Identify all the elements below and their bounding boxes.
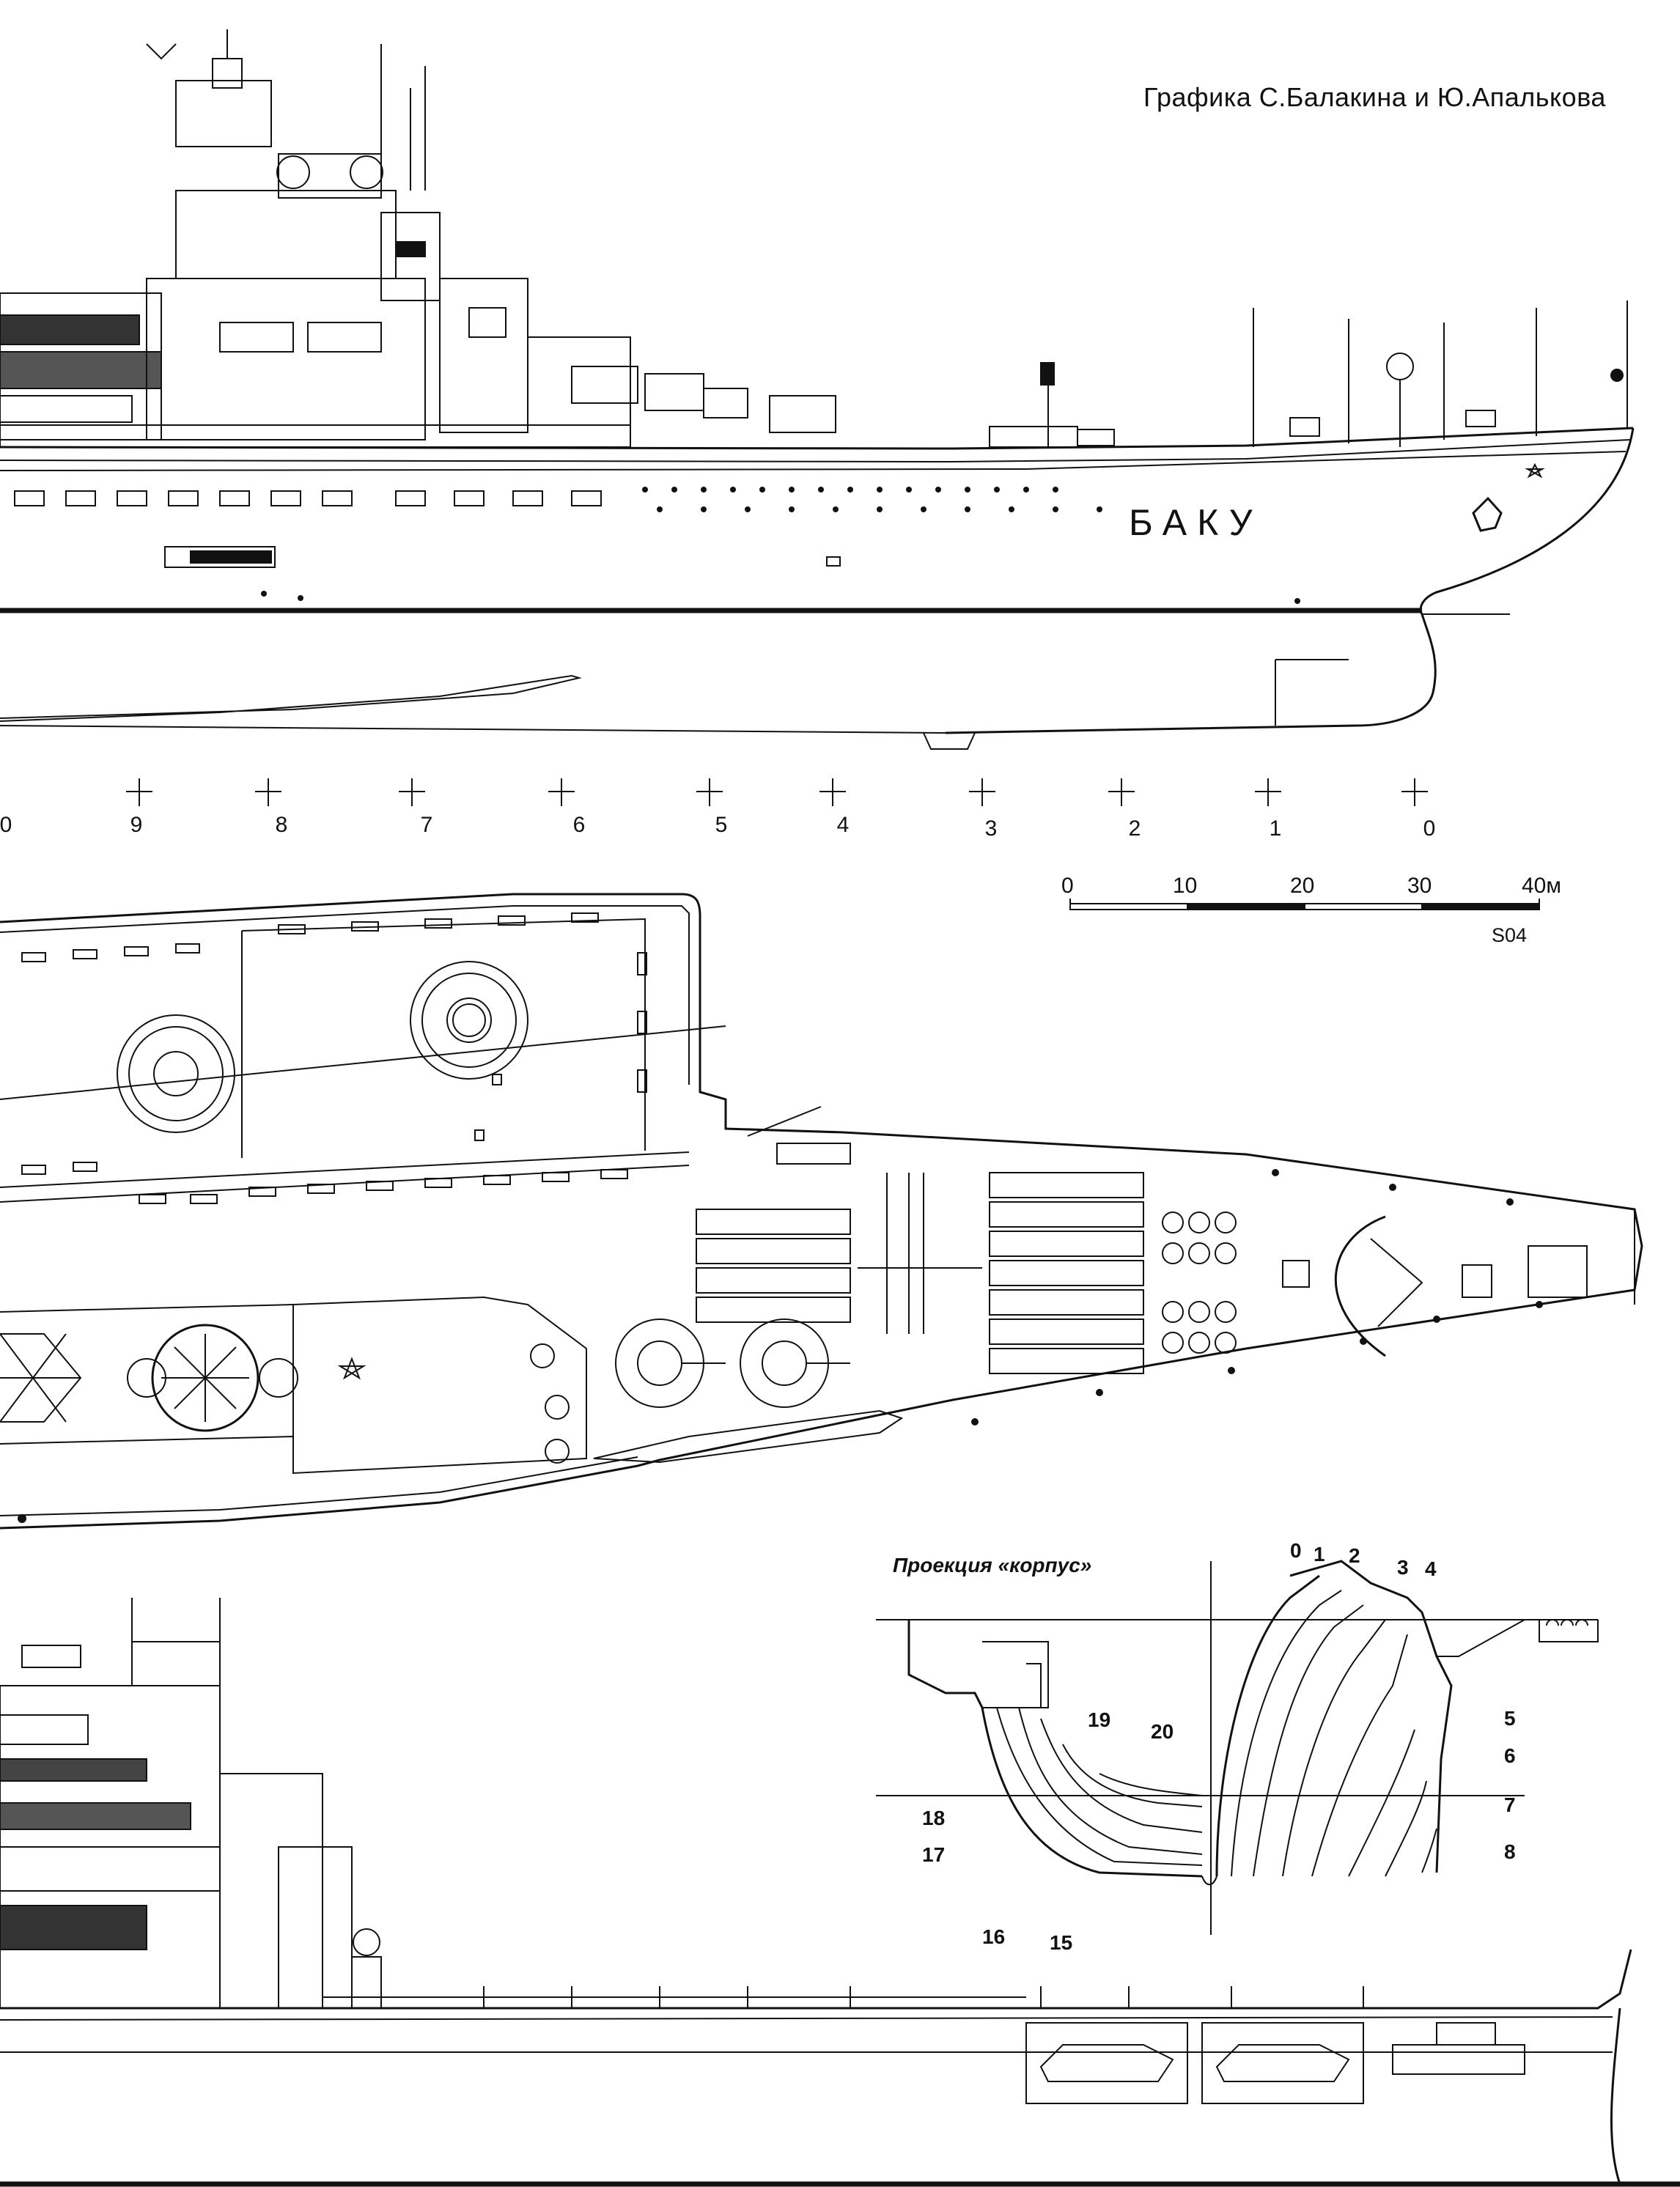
station-label: 5	[1504, 1707, 1516, 1730]
frame-label: 3	[985, 816, 998, 841]
plan-view	[0, 893, 1643, 1530]
body-plan-title: Проекция «корпус»	[893, 1554, 1091, 1576]
station-label: 16	[982, 1925, 1005, 1948]
frame-label: 2	[1129, 816, 1141, 841]
body-plan	[876, 1560, 1599, 1935]
station-label: 3	[1397, 1556, 1409, 1579]
station-label: 17	[922, 1843, 945, 1866]
frame-label: 7	[421, 813, 433, 837]
frame-mark	[399, 778, 425, 806]
station-label: 7	[1504, 1793, 1516, 1816]
scale-tick-label: 30	[1407, 874, 1432, 898]
hull-portholes	[14, 490, 602, 506]
station-label: 8	[1504, 1840, 1516, 1863]
station-label: 6	[1504, 1744, 1516, 1767]
frame-label: 5	[715, 813, 728, 837]
frame-marks	[126, 778, 1428, 806]
station-label: 1	[1314, 1543, 1325, 1565]
scale-bar	[1069, 899, 1540, 910]
side-elevation-top	[0, 29, 1635, 750]
frame-mark	[696, 778, 723, 806]
island-superstructure	[0, 29, 638, 448]
station-label: 18	[922, 1807, 945, 1829]
side-elevation-bottom	[0, 1598, 1680, 2187]
deck-panels	[21, 912, 647, 1204]
deck-railing	[323, 1986, 1364, 2008]
vls-cells	[1162, 1211, 1237, 1354]
scale-tick-label: 40м	[1522, 874, 1561, 898]
scale-tick-label: 10	[1173, 874, 1197, 898]
scale-tick-label: 20	[1290, 874, 1314, 898]
frame-label: 1	[1270, 816, 1282, 841]
station-label: 0	[1290, 1539, 1302, 1562]
frame-label: 9	[130, 813, 143, 837]
ship-name: БАКУ	[1129, 502, 1263, 543]
frame-label: 6	[573, 813, 586, 837]
station-label: 4	[1425, 1557, 1437, 1580]
deck-edge-fittings	[18, 1169, 1543, 1523]
frame-label: 0	[0, 813, 12, 837]
drawing-credit: Графика С.Балакина и Ю.Апалькова	[1143, 82, 1606, 112]
hull-scuttles	[261, 487, 1300, 604]
station-label: 2	[1349, 1544, 1360, 1567]
frame-mark	[969, 778, 995, 806]
launcher-group-fwd	[989, 1172, 1144, 1374]
frame-mark	[126, 778, 152, 806]
frame-label: 0	[1423, 816, 1436, 841]
frame-mark	[1255, 778, 1281, 806]
scale-tick-label: 0	[1061, 874, 1074, 898]
frame-mark	[548, 778, 575, 806]
frame-label: 8	[276, 813, 288, 837]
frame-mark	[819, 778, 846, 806]
frame-mark	[1108, 778, 1135, 806]
frame-mark	[255, 778, 281, 806]
drawing-code: S04	[1492, 924, 1527, 946]
station-label: 19	[1088, 1708, 1110, 1731]
frame-label: 4	[837, 813, 850, 837]
frame-mark	[1401, 778, 1428, 806]
station-label: 15	[1050, 1931, 1072, 1954]
launcher-group-aft	[696, 1173, 982, 1334]
station-label: 20	[1151, 1720, 1174, 1743]
